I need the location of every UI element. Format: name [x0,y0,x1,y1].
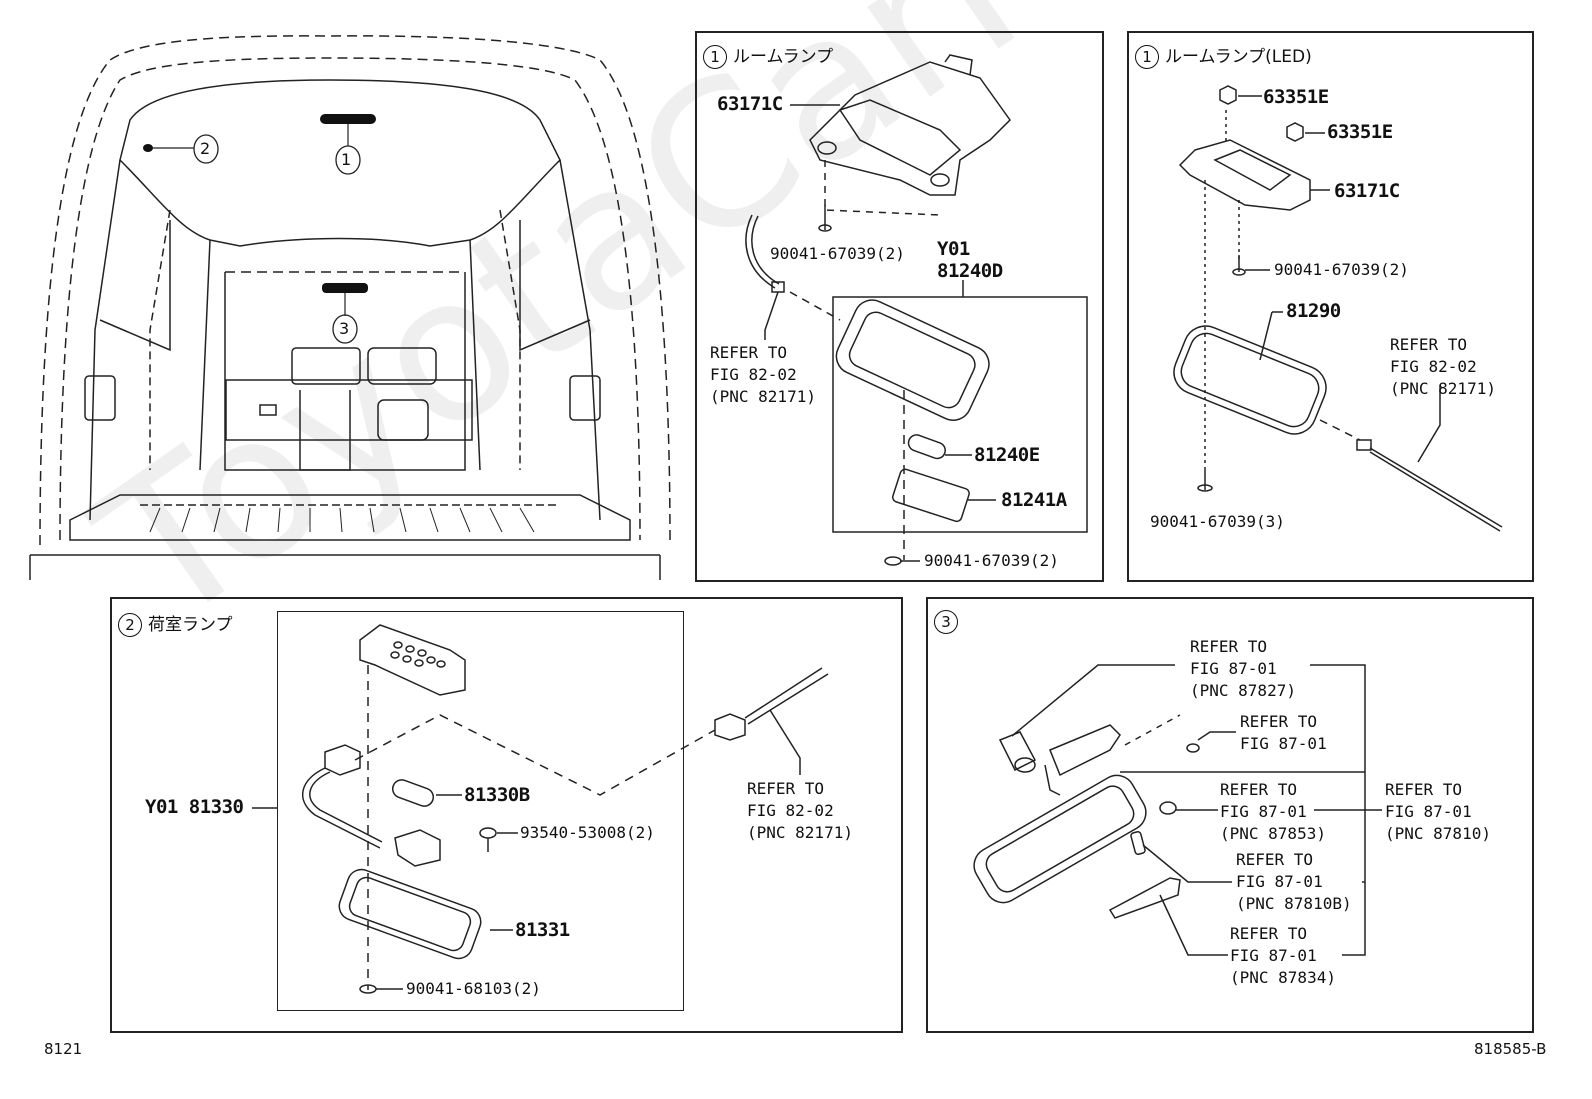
panel-cargo-lamp-title: 2 荷室ランプ [118,610,233,637]
panel-number-badge: 2 [118,613,142,637]
panel-title-text: 荷室ランプ [148,615,233,635]
part-81240D: 81240D [937,260,1003,282]
panel-room-lamp-led [1127,31,1534,582]
panel-room-lamp [695,31,1104,582]
part-screw-top-led: 90041-67039(2) [1274,260,1409,279]
part-63351E-1: 63351E [1263,86,1329,108]
part-63171C: 63171C [717,93,783,115]
mirror-marker [322,283,368,293]
panel-number-badge: 3 [934,610,958,634]
part-81331: 81331 [515,919,570,941]
part-90041-68103: 90041-68103(2) [406,979,541,998]
callout-1: 1 [341,150,352,169]
refer-fig-82-02: REFER TO FIG 82-02 (PNC 82171) [710,343,816,406]
cargo-lamp-marker [143,144,153,152]
callout-3: 3 [339,319,350,338]
room-lamp-marker [320,114,376,124]
part-81330B: 81330B [464,784,530,806]
part-81290: 81290 [1286,300,1341,322]
refer-fig-87-01-87827: REFER TO FIG 87-01 (PNC 87827) [1190,637,1296,700]
part-screw-top: 90041-67039(2) [770,244,905,263]
part-93540-53008: 93540-53008(2) [520,823,655,842]
panel-title-text: ルームランプ [733,47,834,67]
part-screw-bottom: 90041-67039(2) [924,551,1059,570]
part-screw-bottom-led: 90041-67039(3) [1150,512,1285,531]
panel-cargo-lamp [110,597,903,1033]
part-63171C-led: 63171C [1334,180,1400,202]
panel-title-text: ルームランプ(LED) [1165,47,1312,67]
panel-room-lamp-title: 1 ルームランプ [703,42,833,69]
callout-2: 2 [200,139,211,158]
part-63351E-2: 63351E [1327,121,1393,143]
part-Y01-81330: Y01 81330 [145,796,244,818]
cargo-lamp-assy-box [277,611,684,1011]
panel-mirror-title: 3 [934,610,964,634]
refer-fig-87-01-87834: REFER TO FIG 87-01 (PNC 87834) [1230,924,1336,987]
part-81241A: 81241A [1001,489,1067,511]
panel-room-lamp-led-title: 1 ルームランプ(LED) [1135,42,1312,69]
illustration-code: 818585-B [1474,1040,1547,1058]
panel-mirror [926,597,1534,1033]
refer-fig-87-01-87853: REFER TO FIG 87-01 (PNC 87853) [1220,780,1326,843]
panel-number-badge: 1 [1135,45,1159,69]
figure-number: 8121 [44,1040,83,1058]
refer-fig-87-01-87810B: REFER TO FIG 87-01 (PNC 87810B) [1236,850,1352,913]
part-81240E: 81240E [974,444,1040,466]
refer-fig-82-02-led: REFER TO FIG 82-02 (PNC 82171) [1390,335,1496,398]
refer-fig-87-01-screw: REFER TO FIG 87-01 [1240,712,1327,753]
vehicle-interior-drawing [29,35,671,580]
refer-fig-87-01-87810: REFER TO FIG 87-01 (PNC 87810) [1385,780,1491,843]
refer-fig-82-02-cargo: REFER TO FIG 82-02 (PNC 82171) [747,779,853,842]
panel-number-badge: 1 [703,45,727,69]
assy-code: Y01 [937,238,970,260]
